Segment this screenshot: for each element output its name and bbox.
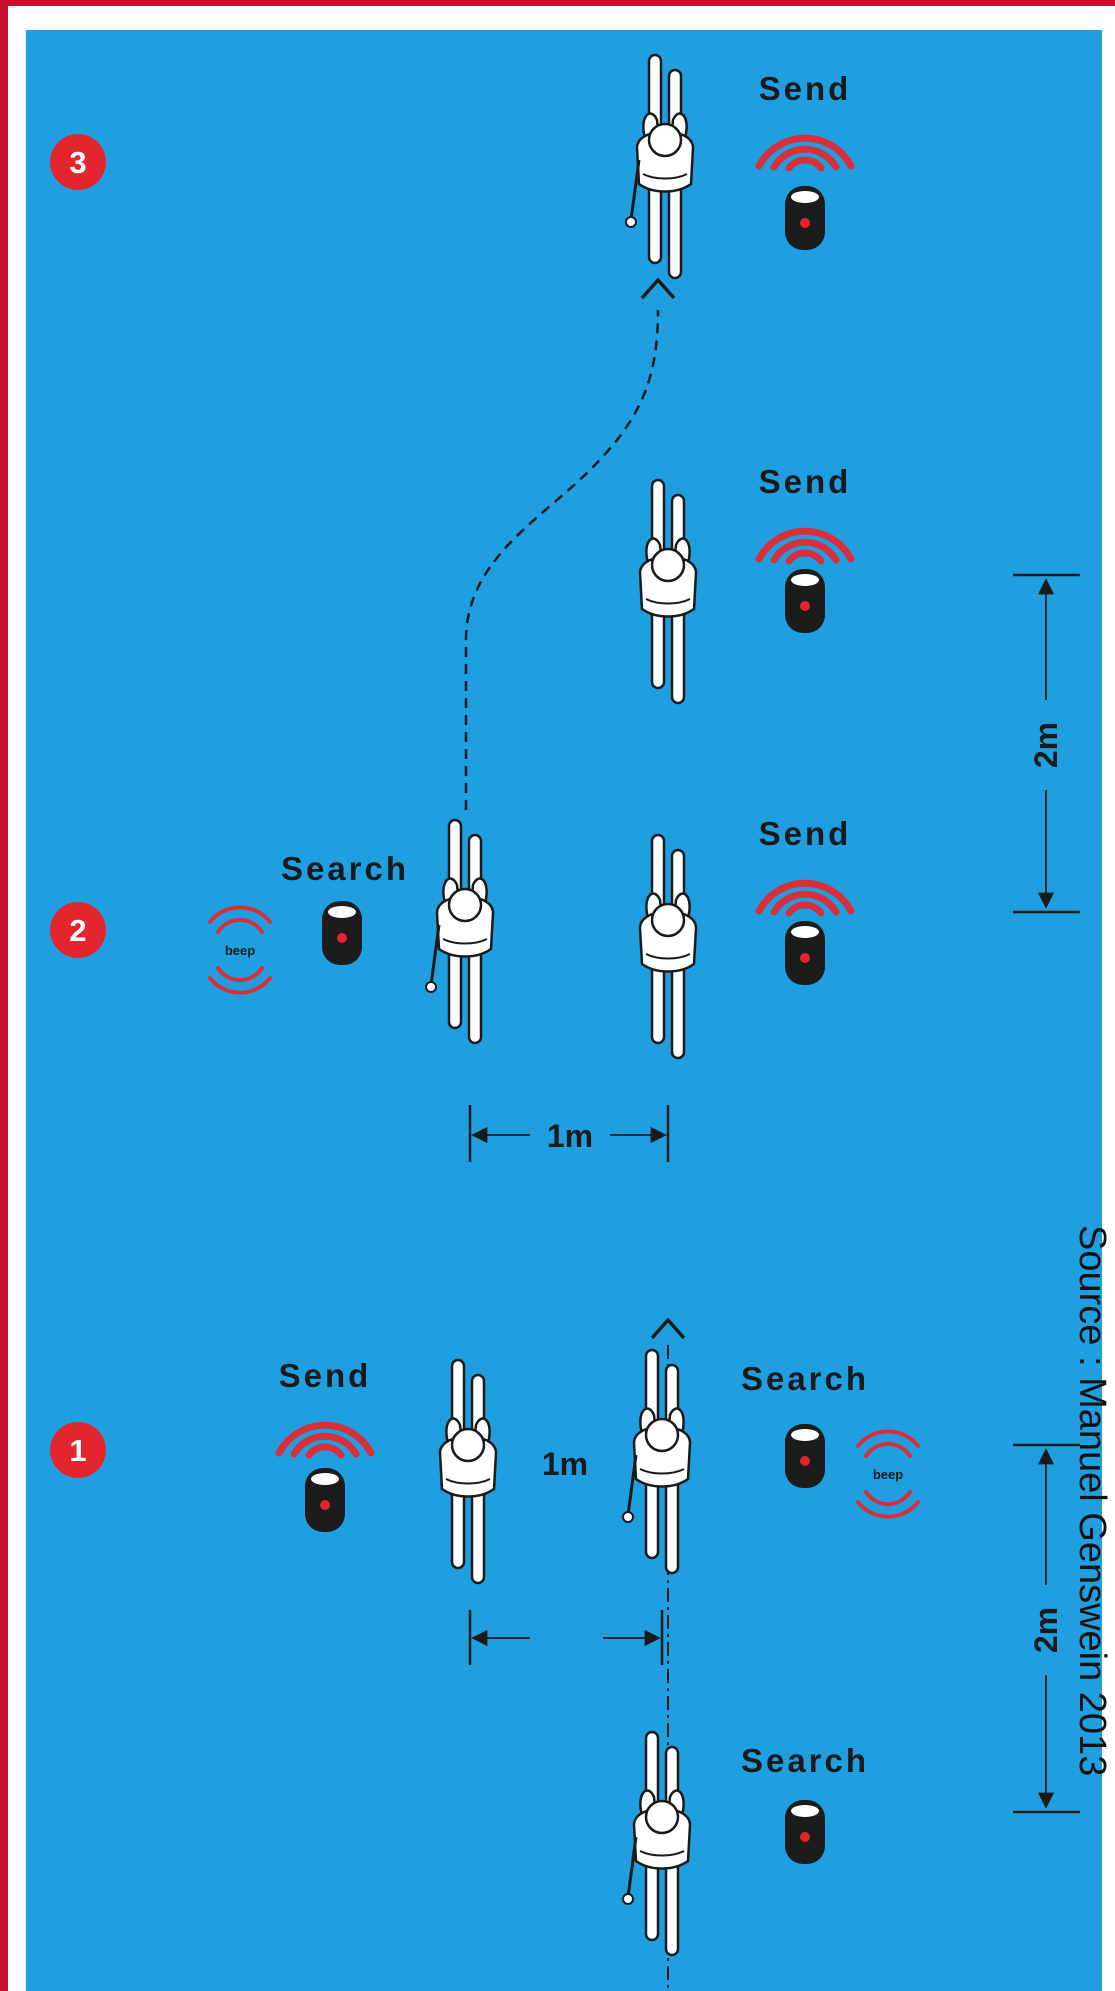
search-label: Search [741,1742,869,1779]
send-label: Send [759,815,852,852]
send-label: Send [759,70,852,107]
left-frame-line [0,6,8,1991]
dimension-2m-label: 2m [1028,1607,1064,1653]
search-label: Search [741,1360,869,1397]
dimension-1m-label: 1m [542,1446,588,1482]
dimension-2m-label: 2m [1028,722,1064,768]
send-label: Send [279,1357,372,1394]
step-2-number: 2 [69,913,86,948]
transceiver-icon [322,901,362,965]
transceiver-icon [305,1468,345,1532]
send-label: Send [759,463,852,500]
transceiver-icon [785,186,825,250]
transceiver-icon [785,921,825,985]
top-accent-bar [0,0,1115,6]
diagram-background [26,30,1102,1991]
step-3-number: 3 [69,145,86,180]
source-credit: Source : Manuel Genswein 2013 [1071,1225,1113,1776]
step-1-number: 1 [69,1433,86,1468]
dimension-1m-label: 1m [547,1118,593,1154]
transceiver-icon [785,1424,825,1488]
transceiver-icon [785,569,825,633]
beep-label: beep [225,943,255,958]
search-label: Search [281,850,409,887]
beep-label: beep [873,1467,903,1482]
transceiver-icon [785,1800,825,1864]
